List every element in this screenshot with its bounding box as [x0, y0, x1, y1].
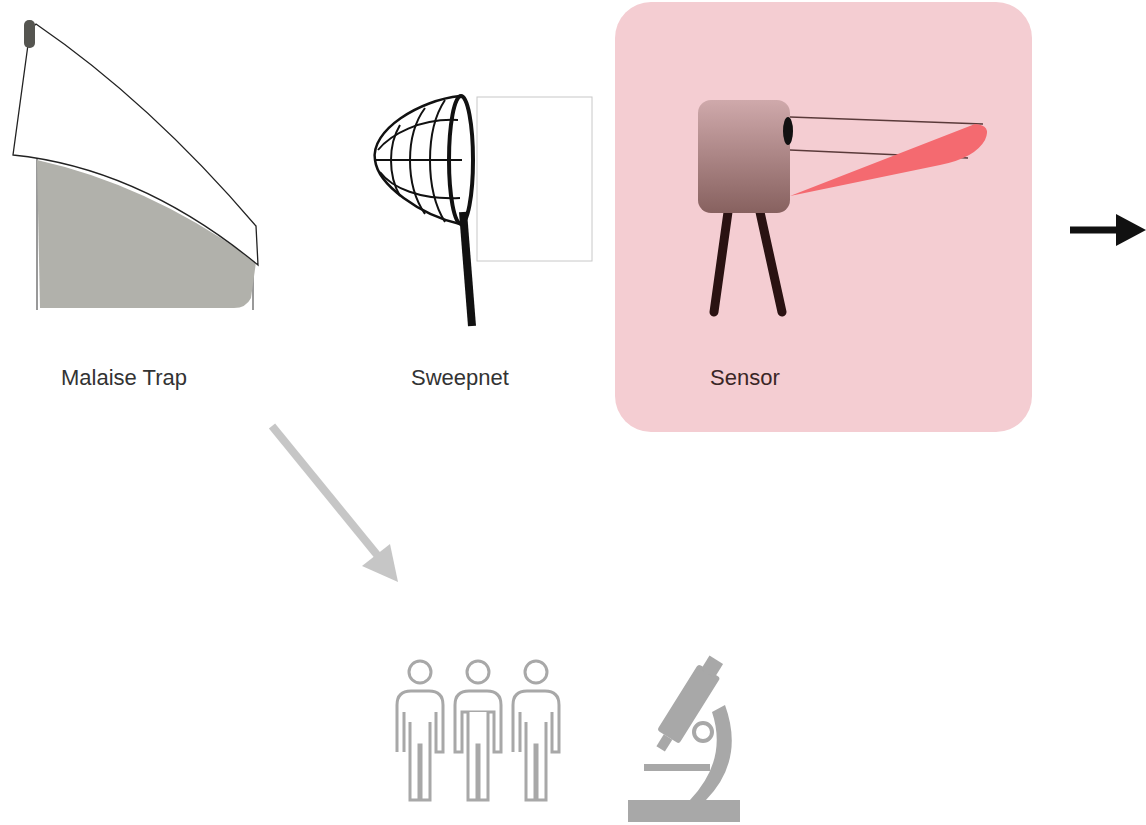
- microscope-icon: [628, 653, 740, 822]
- icon-caption: Sweepnet: [411, 364, 509, 392]
- flow-arrow: [1070, 214, 1146, 246]
- flow-arrow: [272, 426, 398, 582]
- malaise-trap-icon: [13, 20, 258, 310]
- people-icon: [397, 661, 559, 800]
- icon-caption: Malaise Trap: [61, 364, 187, 392]
- sensor-icon: [698, 100, 987, 312]
- sweepnet-icon: [375, 96, 592, 326]
- sensor-panel: Sensor: [615, 2, 1032, 432]
- node-label: Sensor: [710, 364, 780, 392]
